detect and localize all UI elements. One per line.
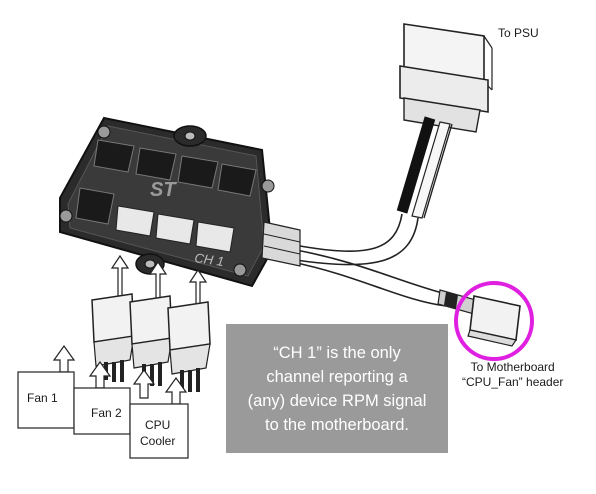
cpu-cooler-label-line2: Cooler — [140, 434, 176, 448]
fan1-label: Fan 1 — [27, 391, 58, 405]
note-line-3: (any) device RPM signal — [247, 391, 427, 410]
note-line-2: channel reporting a — [266, 367, 408, 386]
motherboard-label-line1: To Motherboard — [470, 360, 555, 374]
motherboard-connector — [467, 295, 521, 347]
note-line-4: to the motherboard. — [264, 415, 409, 434]
psu-label: To PSU — [498, 26, 539, 40]
cpu-cooler-label-line1: CPU — [145, 418, 171, 432]
cpu-cooler-label: CPU Cooler — [140, 417, 175, 449]
insert-arrows — [110, 254, 208, 307]
fan-plug-3 — [167, 301, 211, 392]
fan-hub — [59, 116, 301, 288]
cpu-cooler-box — [129, 403, 189, 459]
hub-channel-label: CH 1 — [194, 250, 225, 269]
motherboard-label: To Motherboard “CPU_Fan” header — [462, 360, 563, 390]
fan-plug-2 — [129, 295, 173, 386]
fan2-label: Fan 2 — [91, 406, 122, 420]
motherboard-cable — [291, 249, 477, 315]
device-arrows — [52, 344, 188, 405]
note-line-1: “CH 1” is the only — [273, 343, 401, 362]
explanation-note: “CH 1” is the only channel reporting a (… — [226, 324, 448, 453]
fan1-box — [17, 371, 75, 429]
motherboard-label-line2: “CPU_Fan” header — [462, 375, 564, 389]
psu-molex-connector — [399, 23, 493, 133]
hub-logo: ST — [150, 179, 177, 201]
highlight-circle — [454, 281, 534, 361]
psu-cables — [295, 116, 453, 266]
